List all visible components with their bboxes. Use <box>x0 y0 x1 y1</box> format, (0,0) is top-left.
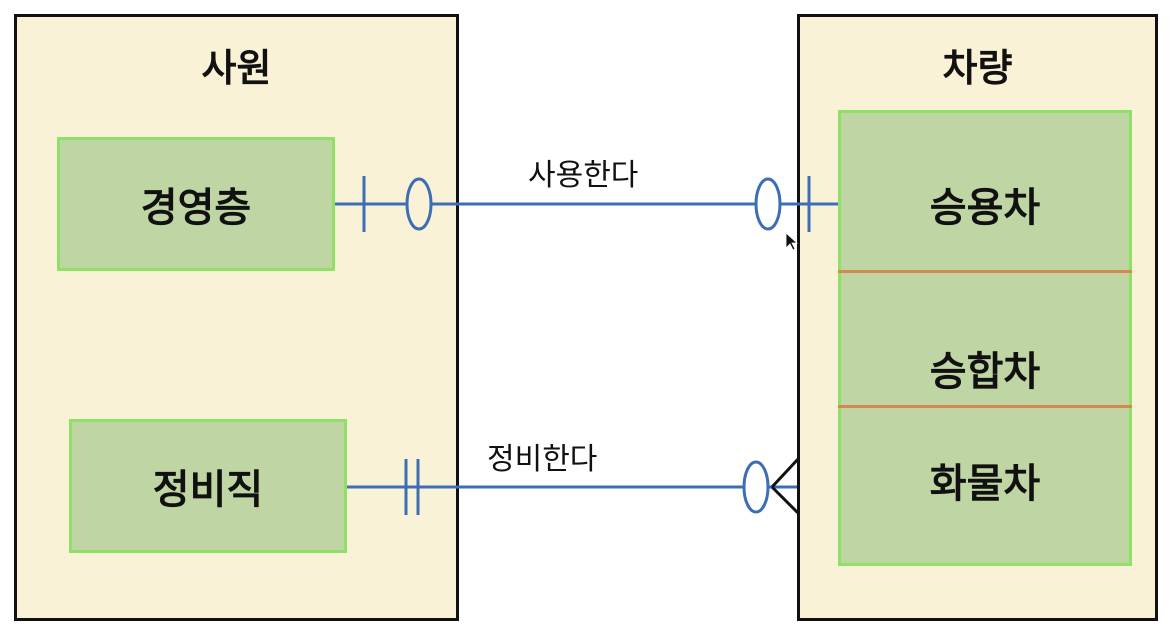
subtype-maintenance-staff: 정비직 <box>69 419 347 553</box>
relationship-label-use: 사용한다 <box>528 158 639 193</box>
subtype-divider <box>838 405 1132 408</box>
subtype-passenger-car: 승용차 <box>929 185 1041 231</box>
crow-foot <box>770 456 801 516</box>
entity-vehicle-title: 차량 <box>942 46 1013 90</box>
cursor-icon <box>785 232 799 251</box>
zero-circle-right <box>742 460 770 514</box>
subtype-management: 경영층 <box>57 137 335 271</box>
entity-employee-title: 사원 <box>201 46 272 90</box>
vehicle-subtype-stack: 승용차 승합차 화물차 <box>838 110 1132 566</box>
subtype-van: 승합차 <box>929 349 1041 395</box>
relationship-label-maintain: 정비한다 <box>487 442 598 477</box>
subtype-truck: 화물차 <box>929 461 1041 507</box>
subtype-divider <box>838 270 1132 273</box>
zero-circle-right <box>754 177 782 231</box>
